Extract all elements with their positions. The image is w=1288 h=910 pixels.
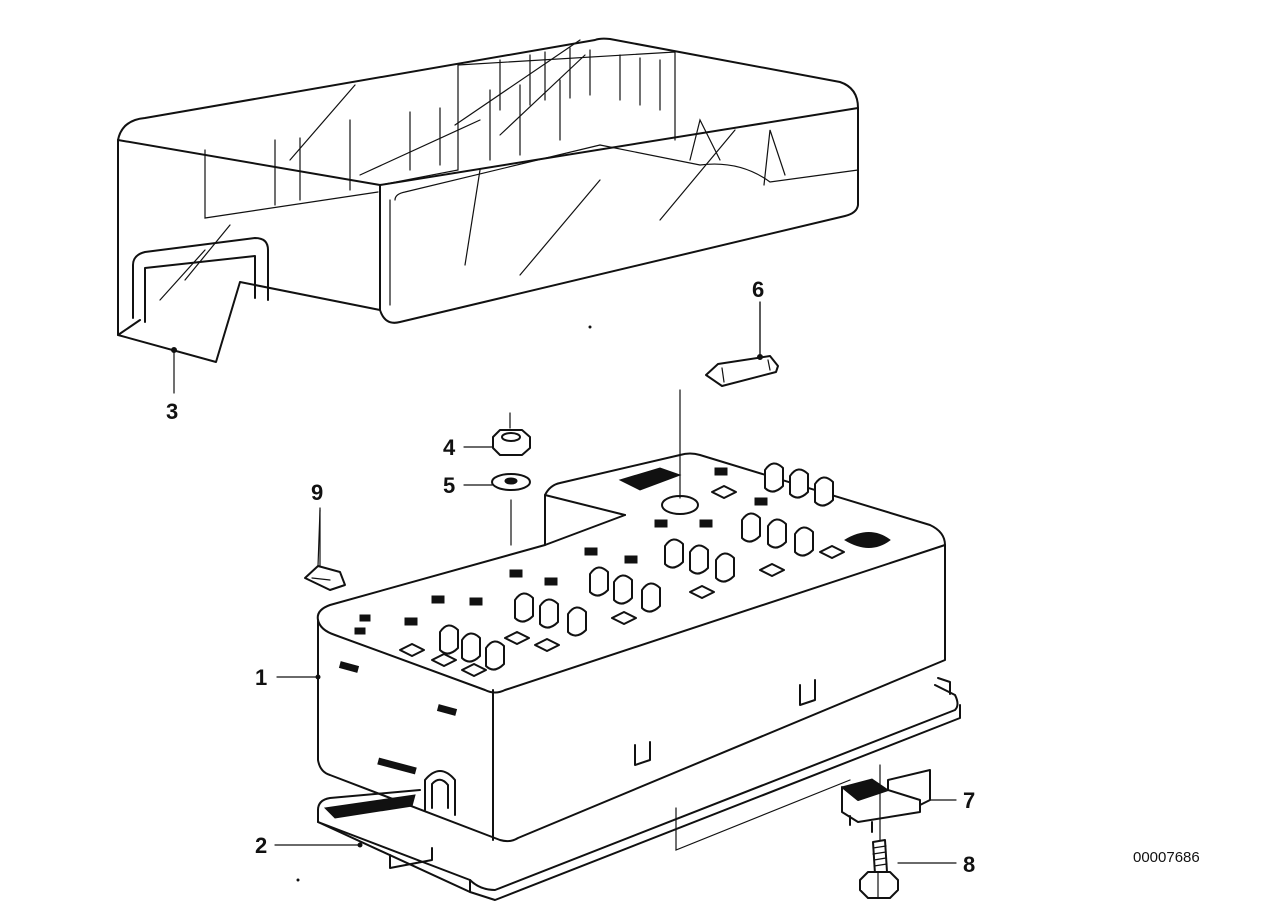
fuse-box-base xyxy=(316,389,946,843)
washer xyxy=(491,473,531,546)
callout-8: 8 xyxy=(963,852,975,877)
callout-2: 2 xyxy=(255,833,267,858)
callout-9: 9 xyxy=(311,480,323,505)
callout-1: 1 xyxy=(255,665,267,690)
mounting-bracket xyxy=(840,764,931,841)
callout-5: 5 xyxy=(443,473,455,498)
callouts: 1 2 3 4 5 6 7 8 9 xyxy=(166,277,975,877)
hex-nut xyxy=(492,412,531,456)
callout-6: 6 xyxy=(752,277,764,302)
fuse-box-cover xyxy=(117,37,859,363)
callout-4: 4 xyxy=(443,435,456,460)
fuse-cartridge xyxy=(705,301,779,387)
retaining-clip xyxy=(304,509,346,591)
hex-bolt xyxy=(859,839,899,899)
callout-7: 7 xyxy=(963,788,975,813)
fuse-box-bottom-tray xyxy=(317,677,961,901)
diagram-reference-number: 00007686 xyxy=(1133,849,1200,866)
callout-3: 3 xyxy=(166,399,178,424)
leader-lines xyxy=(171,301,957,864)
